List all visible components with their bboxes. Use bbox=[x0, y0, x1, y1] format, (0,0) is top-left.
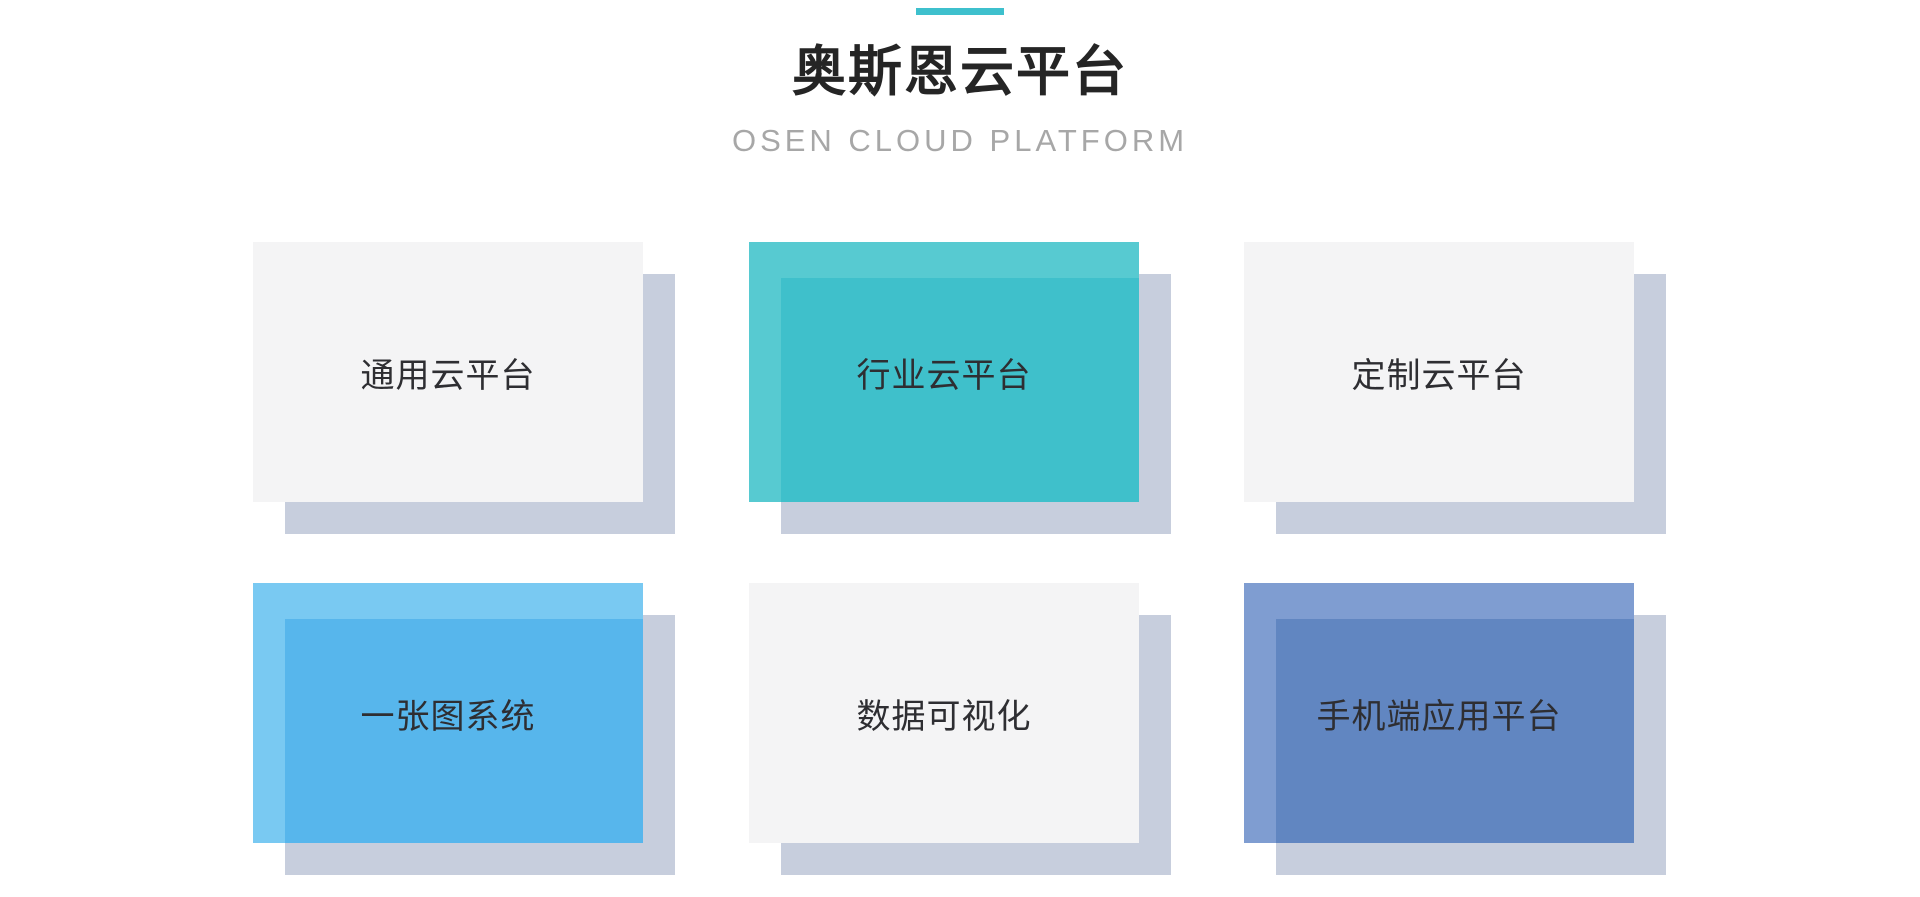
card-label: 手机端应用平台 bbox=[1316, 697, 1562, 736]
card-general-cloud-platform[interactable]: 通用云平台 bbox=[253, 242, 675, 534]
card-front-layer bbox=[285, 619, 643, 843]
card-one-map-system[interactable]: 一张图系统 bbox=[253, 583, 675, 875]
page-header: 奥斯恩云平台 OSEN CLOUD PLATFORM bbox=[0, 0, 1920, 156]
card-label: 行业云平台 bbox=[856, 356, 1032, 395]
card-label: 数据可视化 bbox=[856, 697, 1032, 736]
card-label: 定制云平台 bbox=[1351, 356, 1527, 395]
card-background bbox=[1244, 242, 1634, 502]
card-custom-cloud-platform[interactable]: 定制云平台 bbox=[1244, 242, 1666, 534]
card-label: 通用云平台 bbox=[360, 356, 536, 395]
card-front-layer bbox=[781, 278, 1139, 502]
card-mobile-app-platform[interactable]: 手机端应用平台 bbox=[1244, 583, 1666, 875]
accent-divider bbox=[916, 8, 1004, 15]
card-background bbox=[253, 242, 643, 502]
page-subtitle: OSEN CLOUD PLATFORM bbox=[731, 123, 1189, 158]
card-industry-cloud-platform[interactable]: 行业云平台 bbox=[749, 242, 1171, 534]
card-front-layer bbox=[1276, 619, 1634, 843]
page-title: 奥斯恩云平台 bbox=[792, 42, 1128, 102]
card-data-visualization[interactable]: 数据可视化 bbox=[749, 583, 1171, 875]
card-label: 一张图系统 bbox=[360, 697, 536, 736]
card-background bbox=[749, 583, 1139, 843]
